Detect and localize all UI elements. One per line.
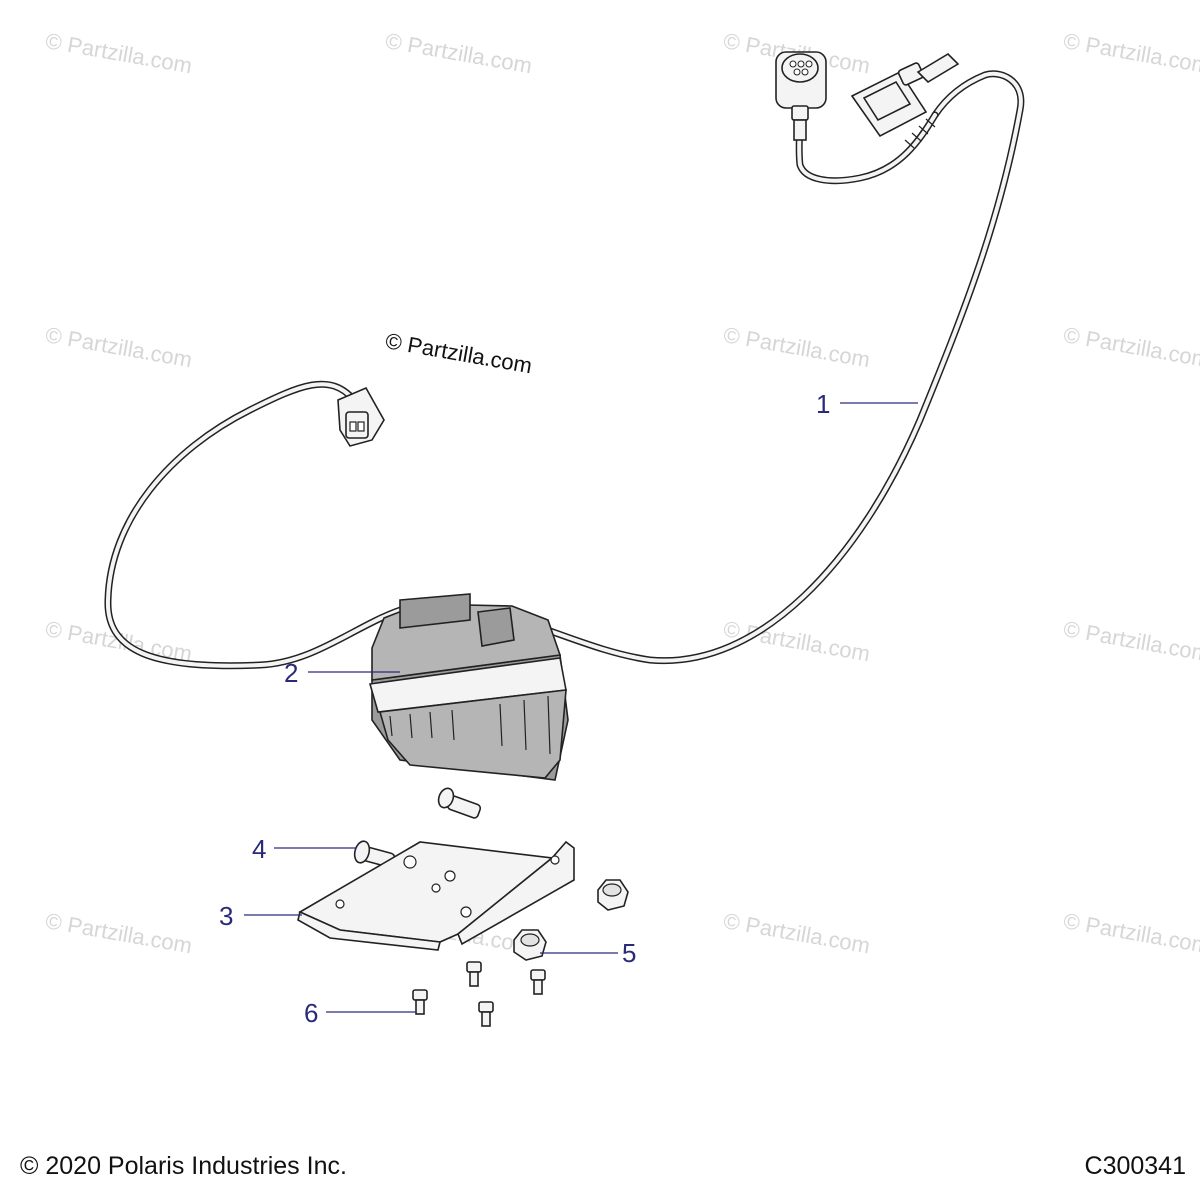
callout-1: 1 bbox=[816, 389, 831, 419]
callout-2: 2 bbox=[284, 658, 299, 688]
screw-2 bbox=[530, 969, 546, 995]
harness-connector-left bbox=[337, 386, 385, 447]
diagram-code: C300341 bbox=[1084, 1152, 1186, 1180]
callout-4: 4 bbox=[252, 834, 267, 864]
wire-harness bbox=[104, 51, 1025, 670]
screw-1 bbox=[466, 961, 482, 987]
mounting-bracket bbox=[297, 840, 575, 951]
bolt-upper bbox=[437, 787, 482, 819]
callout-6: 6 bbox=[304, 998, 319, 1028]
harness-connector-top-round bbox=[775, 51, 827, 141]
copyright-text: © 2020 Polaris Industries Inc. bbox=[20, 1152, 347, 1180]
screw-3 bbox=[412, 989, 428, 1015]
harness-connector-top-rect bbox=[850, 52, 960, 138]
nut-lower bbox=[513, 929, 547, 961]
callout-5: 5 bbox=[622, 938, 637, 968]
screw-4 bbox=[478, 1001, 494, 1027]
control-module bbox=[368, 593, 569, 781]
callout-3: 3 bbox=[219, 901, 234, 931]
nut-upper bbox=[597, 879, 629, 911]
